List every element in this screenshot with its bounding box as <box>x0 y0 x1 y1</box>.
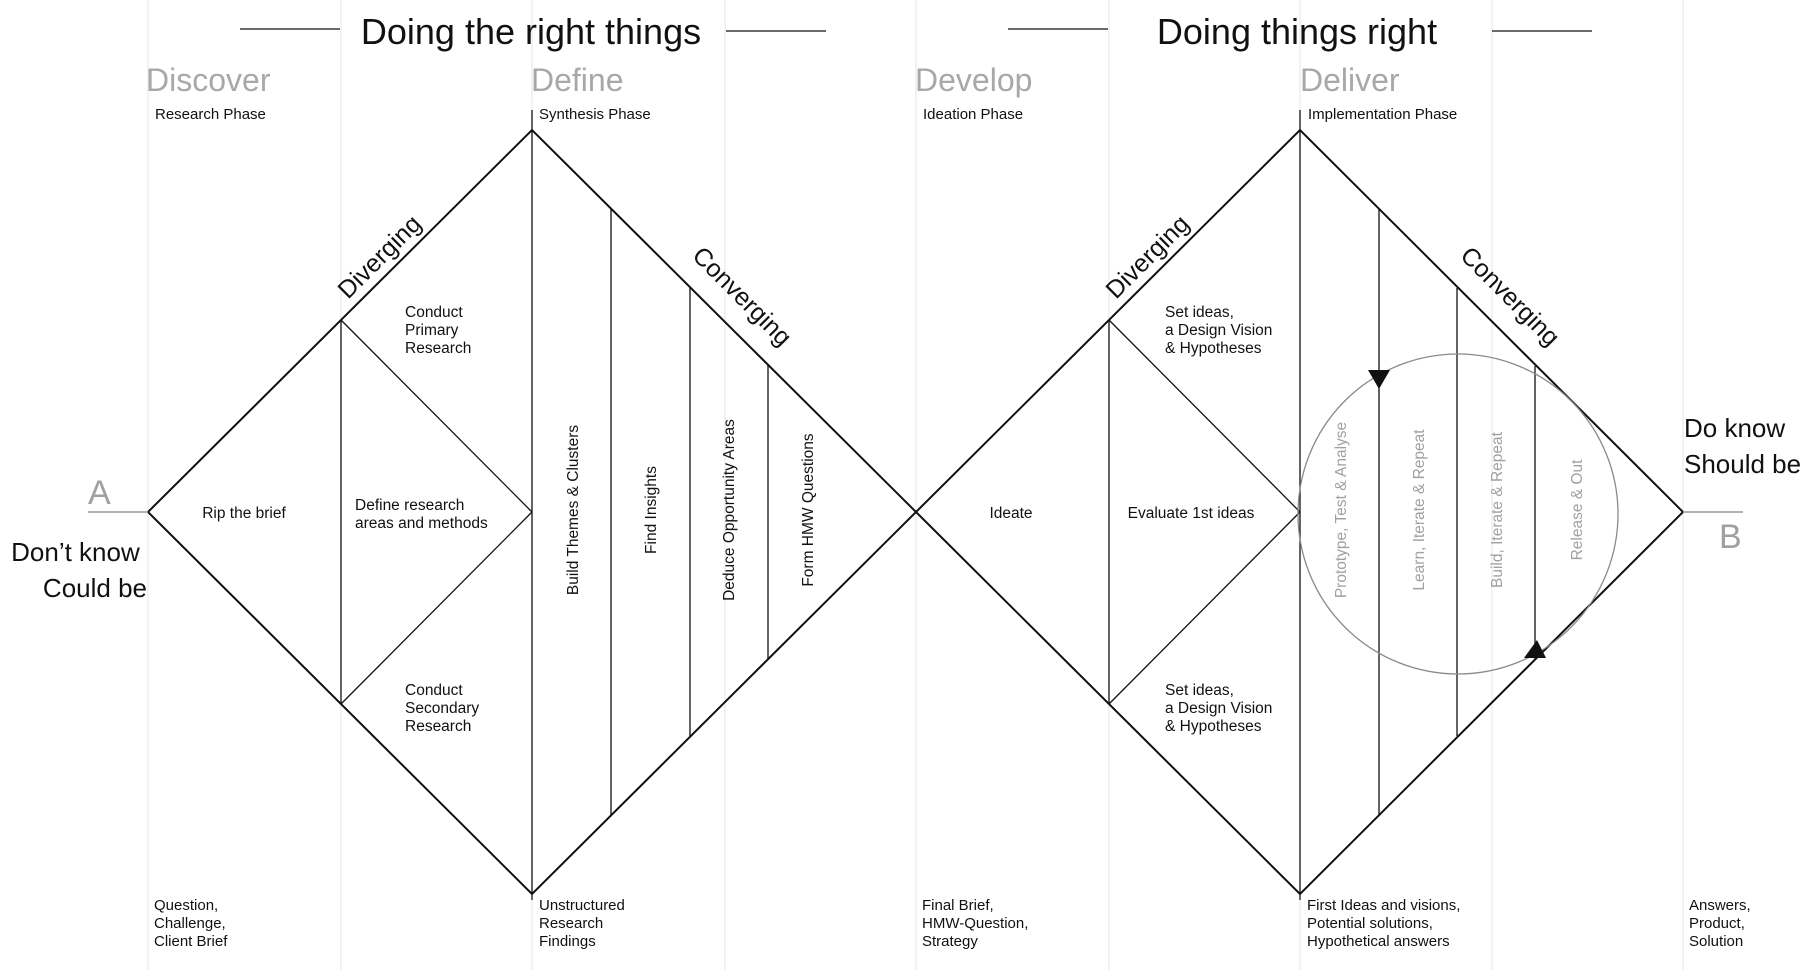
diamond-1-inner-top <box>340 319 533 513</box>
phase-deliver: Deliver <box>1300 62 1400 98</box>
phase-subtitle-discover: Research Phase <box>155 106 266 123</box>
column-gridlines <box>147 0 1684 970</box>
step-deduce-opportunity: Deduce Opportunity Areas <box>721 419 738 601</box>
primary-research-label: Conduct Primary Research <box>405 304 471 357</box>
loop-step-release: Release & Out <box>1569 459 1586 560</box>
step-find-insights: Find Insights <box>643 466 660 554</box>
iteration-loop-circle <box>1297 353 1619 675</box>
set-ideas-top-label: Set ideas, a Design Vision & Hypotheses <box>1165 304 1277 357</box>
diamond-2-inner-bottom <box>1108 511 1301 705</box>
secondary-research-label: Conduct Secondary Research <box>405 682 483 735</box>
section-title-left: Doing the right things <box>361 11 701 52</box>
evaluate-label: Evaluate 1st ideas <box>1128 505 1255 522</box>
loop-step-prototype: Prototype, Test & Analyse <box>1333 422 1350 598</box>
phase-subtitle-define: Synthesis Phase <box>539 106 651 123</box>
loop-step-build: Build, Iterate & Repeat <box>1489 431 1506 588</box>
phase-define: Define <box>531 62 624 98</box>
define-research-label: Define research areas and methods <box>355 497 488 532</box>
output-develop: Final Brief, HMW-Question, Strategy <box>922 897 1033 950</box>
diamond-2-diverging-label: Diverging <box>1100 210 1194 304</box>
ideate-label: Ideate <box>989 505 1032 522</box>
loop-arrow-down-icon <box>1368 370 1390 389</box>
diamond-2-converging-label: Converging <box>1455 241 1565 351</box>
section-title-right: Doing things right <box>1157 11 1437 52</box>
diamond-1-converging-label: Converging <box>687 241 797 351</box>
end-state-label: Do know Should be <box>1684 413 1801 479</box>
step-form-hmw: Form HMW Questions <box>800 433 817 587</box>
output-discover: Question, Challenge, Client Brief <box>154 897 230 950</box>
loop-step-learn: Learn, Iterate & Repeat <box>1411 429 1428 591</box>
diamond-1-inner-bottom <box>340 511 533 705</box>
start-state-label: Don’t know Could be <box>11 537 147 603</box>
diamond-1-diverging-label: Diverging <box>332 210 426 304</box>
phase-subtitle-deliver: Implementation Phase <box>1308 106 1457 123</box>
step-build-themes: Build Themes & Clusters <box>565 425 582 596</box>
output-final: Answers, Product, Solution <box>1689 897 1755 950</box>
start-point-label: A <box>88 474 111 512</box>
end-point-label: B <box>1719 518 1742 556</box>
phase-develop: Develop <box>915 62 1032 98</box>
loop-arrow-up-icon <box>1524 640 1546 658</box>
phase-discover: Discover <box>146 62 271 98</box>
phase-subtitle-develop: Ideation Phase <box>923 106 1023 123</box>
output-deliver: First Ideas and visions, Potential solut… <box>1307 897 1465 950</box>
output-define: Unstructured Research Findings <box>539 897 629 950</box>
diamond-2-inner-top <box>1108 319 1301 513</box>
rip-brief-label: Rip the brief <box>202 505 286 522</box>
set-ideas-bottom-label: Set ideas, a Design Vision & Hypotheses <box>1165 682 1277 735</box>
